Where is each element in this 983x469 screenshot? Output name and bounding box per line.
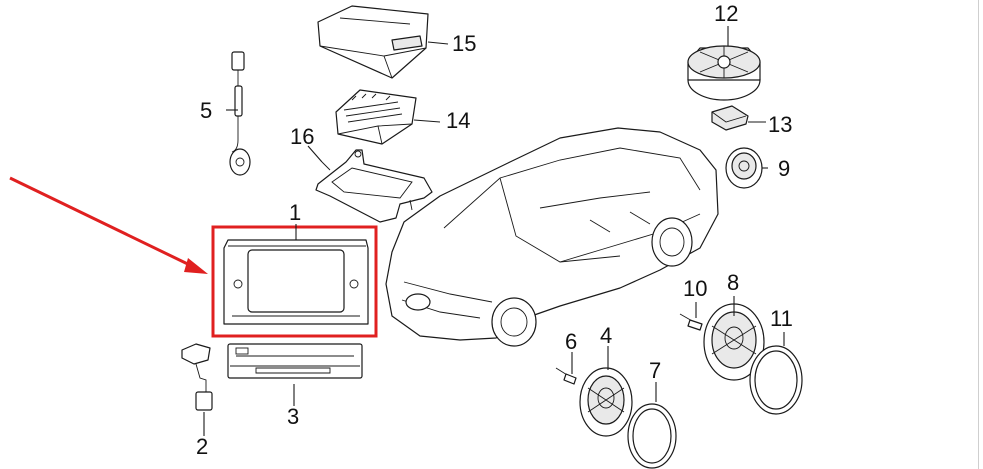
callout-2: 2 [196, 434, 208, 459]
part-3-control-panel[interactable] [227, 343, 363, 379]
callout-11: 11 [770, 306, 793, 331]
part-16-bracket[interactable] [315, 149, 433, 223]
part-1-display-unit[interactable] [223, 239, 369, 325]
part-5-antenna-lead[interactable] [229, 51, 251, 176]
frame-border [978, 0, 979, 469]
red-pointer-arrow [9, 176, 208, 274]
callout-12: 12 [714, 1, 738, 26]
part-12-subwoofer[interactable] [687, 45, 761, 101]
callout-6: 6 [565, 329, 577, 354]
callout-8: 8 [727, 270, 739, 295]
callout-7: 7 [649, 358, 661, 383]
part-7-seal-ring[interactable] [627, 403, 677, 469]
callout-15: 15 [452, 31, 476, 56]
part-14-amplifier[interactable] [335, 89, 417, 145]
part-15-module-cover[interactable] [317, 5, 429, 79]
callout-10: 10 [683, 276, 707, 301]
part-11-seal-ring[interactable] [749, 345, 803, 415]
part-8-speaker[interactable] [703, 303, 765, 381]
callout-16: 16 [290, 124, 314, 149]
part-2-connector[interactable] [181, 343, 213, 411]
part-13-module[interactable] [711, 105, 749, 131]
part-6-screw[interactable] [555, 367, 577, 385]
callout-3: 3 [287, 404, 299, 429]
leader-lines [203, 26, 785, 436]
callout-9: 9 [778, 156, 790, 181]
callout-4: 4 [600, 323, 612, 348]
callout-5: 5 [200, 98, 212, 123]
part-10-screw[interactable] [679, 313, 703, 331]
callout-13: 13 [768, 112, 792, 137]
part-4-speaker[interactable] [579, 367, 633, 437]
highlight-box [211, 225, 378, 338]
part-9-tweeter[interactable] [725, 147, 763, 189]
callout-14: 14 [446, 108, 470, 133]
vehicle-outline [385, 127, 719, 347]
callout-1: 1 [289, 200, 301, 225]
